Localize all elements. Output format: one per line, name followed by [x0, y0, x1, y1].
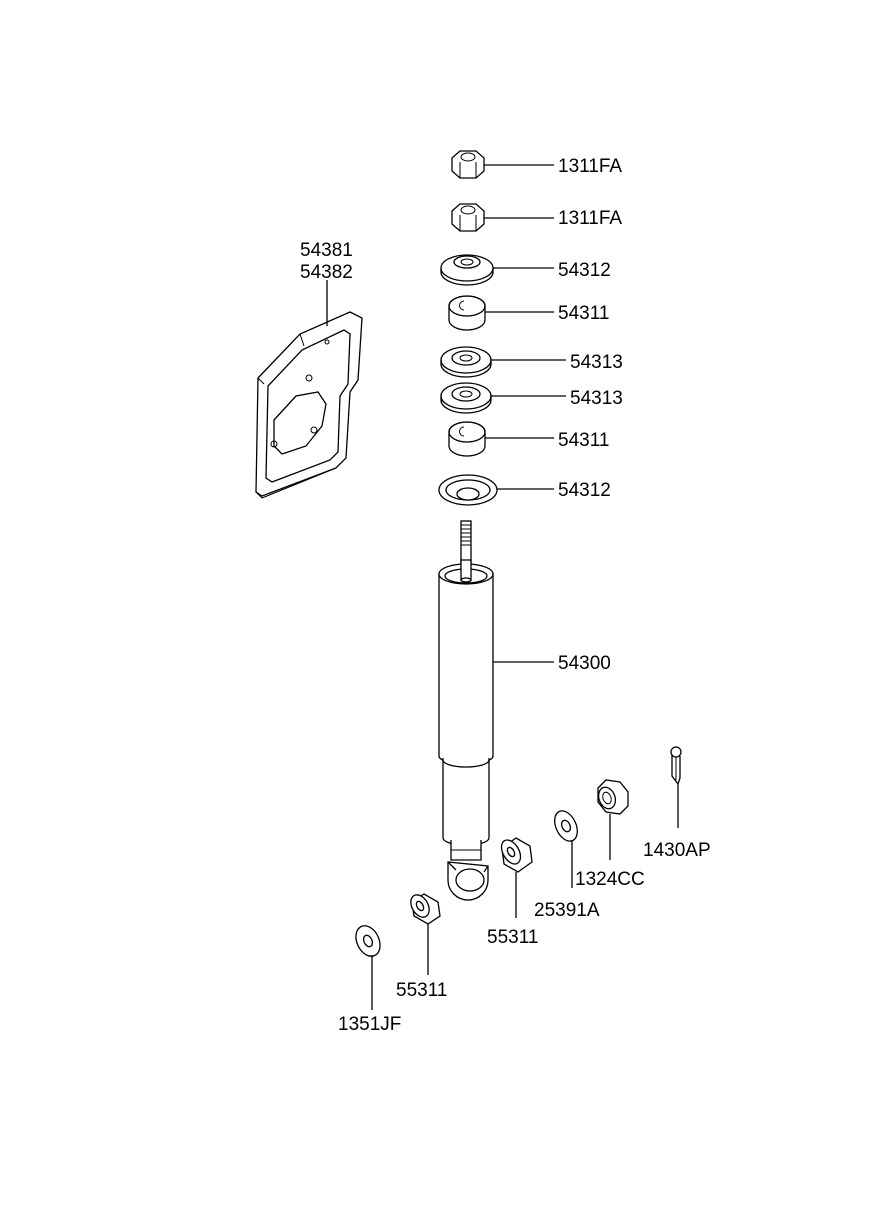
label-nut-top-2: 1311FA	[558, 208, 622, 229]
rubber-bushing-icon[interactable]	[498, 837, 533, 873]
retainer-washer-icon[interactable]	[440, 382, 492, 414]
label-bracket-a: 54381	[300, 240, 353, 261]
rubber-bushing-icon[interactable]	[448, 295, 486, 331]
lock-nut-icon[interactable]	[596, 779, 629, 815]
rubber-bushing-icon[interactable]	[407, 892, 441, 925]
label-shock-absorber: 54300	[558, 653, 611, 674]
label-nut-top-1: 1311FA	[558, 156, 622, 177]
hex-nut-icon[interactable]	[451, 203, 485, 232]
label-washer-bottom: 54312	[558, 480, 611, 501]
label-retainer-2: 54313	[570, 388, 623, 409]
hex-nut-icon[interactable]	[451, 150, 485, 179]
washer-icon[interactable]	[550, 807, 582, 844]
retainer-washer-icon[interactable]	[440, 346, 492, 378]
cotter-pin-icon[interactable]	[670, 746, 682, 786]
label-bushing-upper: 54311	[558, 303, 609, 324]
label-washer-flat: 25391A	[534, 900, 600, 921]
label-bushing-left: 55311	[396, 980, 447, 1001]
bracket-part[interactable]	[255, 280, 363, 499]
label-retainer-1: 54313	[570, 352, 623, 373]
label-bushing-right: 55311	[487, 927, 538, 948]
washer-icon[interactable]	[351, 922, 384, 960]
cup-washer-icon[interactable]	[440, 254, 494, 286]
label-washer-small: 1351JF	[338, 1014, 401, 1035]
rubber-bushing-icon[interactable]	[448, 421, 486, 457]
label-washer-top: 54312	[558, 260, 611, 281]
shock-absorber-part[interactable]	[438, 520, 494, 901]
label-bushing-lower: 54311	[558, 430, 609, 451]
label-cotter-pin: 1430AP	[643, 840, 711, 861]
label-bracket-b: 54382	[300, 262, 353, 283]
label-lock-nut: 1324CC	[575, 869, 645, 890]
cup-washer-icon[interactable]	[438, 474, 498, 506]
